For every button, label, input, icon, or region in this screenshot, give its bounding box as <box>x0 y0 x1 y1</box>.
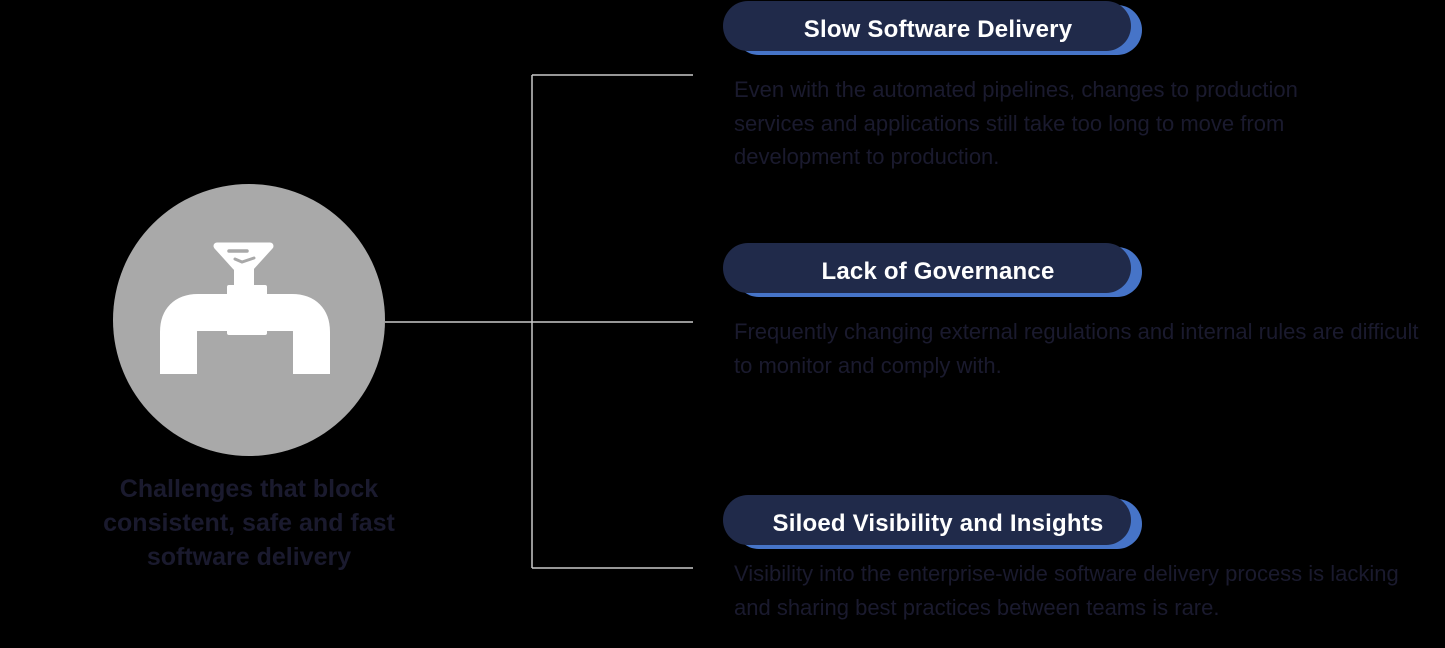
challenge-pill-label: Slow Software Delivery <box>803 16 1073 43</box>
challenge-item-lack-of-governance: Lack of Governance Frequently changing e… <box>723 0 1418 378</box>
challenge-pill: Siloed Visibility and Insights <box>723 495 1142 549</box>
hub-caption: Challenges that block consistent, safe a… <box>103 475 395 571</box>
valve-body <box>227 285 267 335</box>
pipeline-valve-icon <box>160 242 330 374</box>
challenge-item-slow-software-delivery: Slow Software Delivery Even with the aut… <box>723 0 1298 169</box>
valve-handle-detail-mark <box>233 256 256 264</box>
valve-handle <box>213 242 274 271</box>
challenge-item-siloed-visibility-and-insights: Siloed Visibility and Insights Visibilit… <box>723 0 1399 620</box>
challenge-pill: Lack of Governance <box>723 243 1142 297</box>
valve-stem <box>234 267 254 289</box>
challenge-pill-label: Siloed Visibility and Insights <box>772 510 1104 537</box>
challenge-pill-label: Lack of Governance <box>821 258 1055 285</box>
challenge-description: Even with the automated pipelines, chang… <box>734 77 1298 169</box>
challenge-pill: Slow Software Delivery <box>723 1 1142 55</box>
hub-circle <box>113 184 385 456</box>
challenge-description: Frequently changing external regulations… <box>734 319 1419 378</box>
challenge-description: Visibility into the enterprise-wide soft… <box>734 561 1399 620</box>
